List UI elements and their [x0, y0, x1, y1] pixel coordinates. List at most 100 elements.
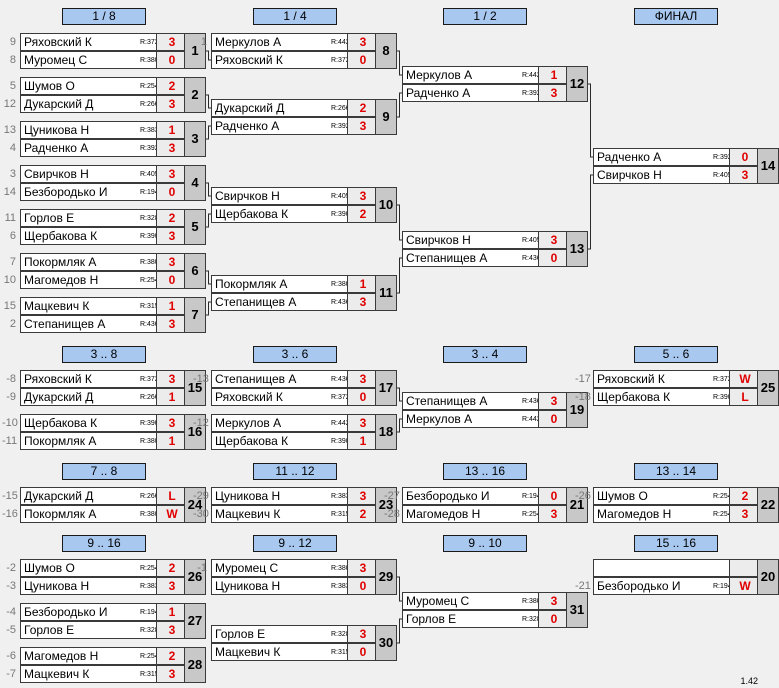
player-rating: R:442	[522, 72, 541, 79]
player-rating: R:383	[331, 583, 350, 590]
bracket-connector	[206, 50, 211, 61]
seed-label: -5	[6, 624, 16, 636]
bracket-connector	[397, 257, 402, 294]
player-row[interactable]	[593, 559, 760, 577]
match-number: 21	[566, 487, 588, 523]
player-score: 0	[156, 272, 187, 288]
player-rating: R:254	[140, 565, 159, 572]
player-score: 1	[347, 433, 378, 449]
player-name: Покормляк А	[24, 434, 97, 448]
player-name: Мацкевич К	[215, 645, 281, 659]
player-name: Мацкевич К	[24, 667, 90, 681]
bracket-connector	[206, 270, 211, 285]
seed-label: 7	[9, 256, 16, 268]
player-rating: R:372	[331, 394, 350, 401]
player-name: Степанищев А	[406, 394, 488, 408]
match-number: 9	[375, 99, 397, 135]
seed-label: -29	[193, 490, 209, 502]
seed-label: -1	[197, 562, 207, 574]
player-rating: R:315	[331, 649, 350, 656]
seed-label: -13	[193, 373, 209, 385]
seed-label: -18	[575, 391, 591, 403]
seed-label: 8	[9, 54, 16, 66]
round-header: 9 .. 12	[253, 535, 337, 552]
seed-label: -2	[6, 562, 16, 574]
player-score: 3	[729, 506, 760, 522]
player-name: Безбородько И	[406, 489, 490, 503]
bracket-connector	[397, 204, 402, 241]
player-rating: R:266	[331, 105, 350, 112]
match-number: 13	[566, 231, 588, 267]
seed-label: -8	[6, 373, 16, 385]
player-name: Мацкевич К	[24, 299, 90, 313]
player-name: Радченко А	[215, 119, 280, 133]
player-score: 2	[156, 560, 187, 576]
player-score: 3	[538, 85, 569, 101]
player-score: 3	[538, 593, 569, 609]
player-rating: R:436	[522, 398, 541, 405]
round-header: 3 .. 6	[253, 346, 337, 363]
